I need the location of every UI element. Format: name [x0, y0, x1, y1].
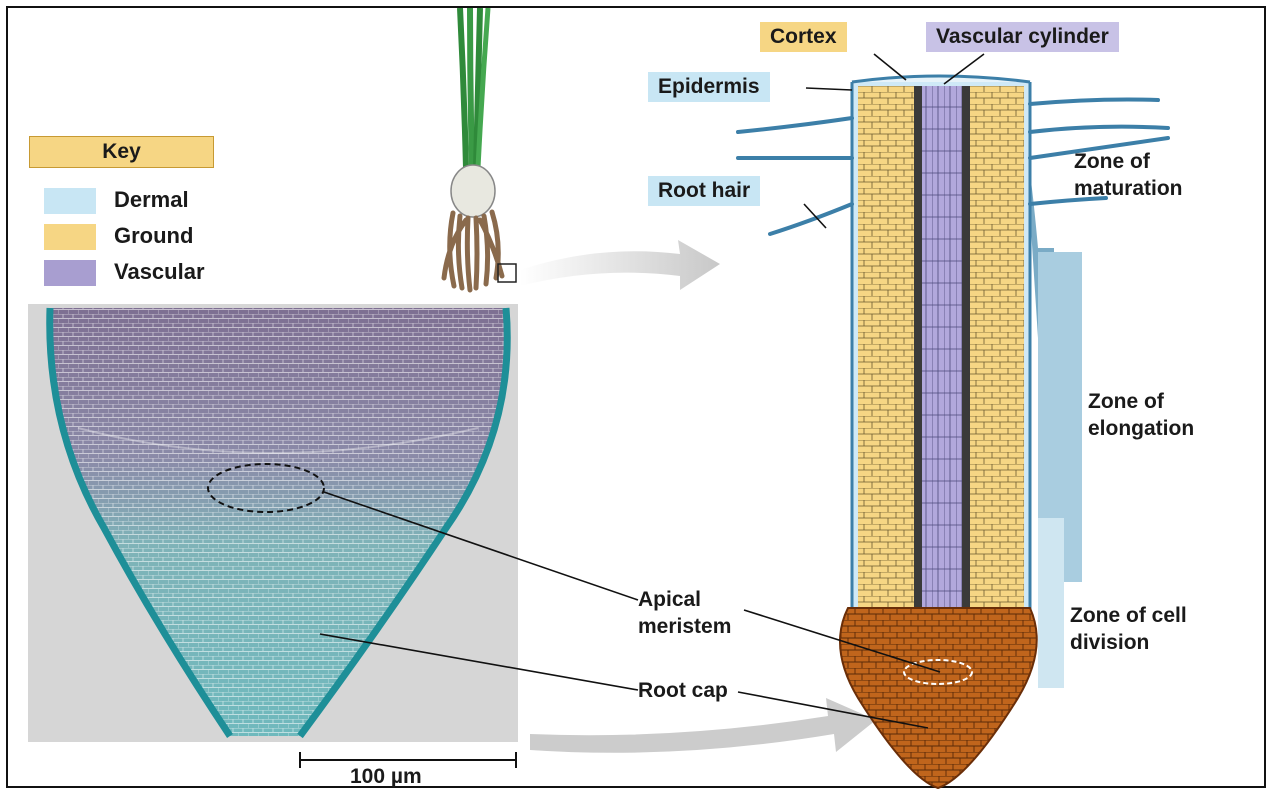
arrow-to-micrograph — [530, 698, 876, 753]
key-label-vascular: Vascular — [114, 258, 205, 286]
swatch-ground — [44, 224, 96, 250]
key-label-ground: Ground — [114, 222, 193, 250]
root-diagram — [8, 8, 1268, 790]
apical-meristem-label: Apical meristem — [638, 586, 731, 640]
root-hair-label: Root hair — [648, 176, 760, 206]
scale-bar-label: 100 µm — [350, 764, 422, 790]
zone-of-cell-division-label: Zone of cell division — [1070, 602, 1187, 656]
zone-of-elongation-label: Zone of elongation — [1088, 388, 1194, 442]
cortex-label: Cortex — [760, 22, 847, 52]
epidermis-label: Epidermis — [648, 72, 770, 102]
swatch-vascular — [44, 260, 96, 286]
figure-frame: Key Dermal Ground Vascular Cortex Vascul… — [6, 6, 1266, 788]
key-title: Key — [29, 136, 214, 168]
zone-of-maturation-label: Zone of maturation — [1074, 148, 1183, 202]
vascular-cylinder-label: Vascular cylinder — [926, 22, 1119, 52]
arrow-to-root — [520, 240, 720, 290]
swatch-dermal — [44, 188, 96, 214]
onion-plant-illustration — [444, 8, 516, 290]
root-cap-label: Root cap — [638, 678, 728, 704]
key-label-dermal: Dermal — [114, 186, 189, 214]
root-tip-micrograph — [28, 304, 518, 742]
